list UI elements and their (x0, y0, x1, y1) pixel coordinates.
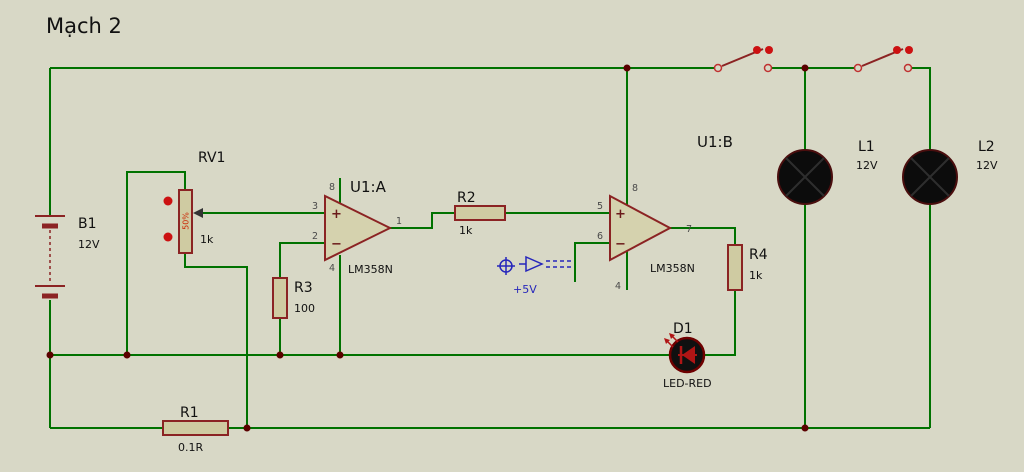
switch-1-right-terminal (763, 63, 773, 73)
terminal-cross-lines (497, 257, 515, 275)
u1b-part-label: LM358N (650, 262, 695, 275)
r2-value-label: 1k (459, 224, 473, 237)
u1b-pin8-label: 8 (632, 183, 638, 194)
switch-2-toggle-dot-2[interactable] (905, 46, 913, 54)
r3-body (272, 277, 288, 319)
switch-2-toggle-dot-1[interactable] (893, 46, 901, 54)
b1-value-label: 12V (78, 238, 100, 251)
lamp-l2: L2 12V (902, 139, 998, 205)
potentiometer-rv1: 50% RV1 1k (163, 150, 225, 254)
switch-1-left-terminal (713, 63, 723, 73)
u1a-pin8-label: 8 (329, 182, 335, 193)
u1a-pin3-label: 3 (312, 201, 318, 212)
resistor-r3: R3 100 (272, 277, 315, 319)
circuit-wires (49, 67, 931, 429)
resistor-r1: R1 0.1R (162, 405, 229, 454)
u1b-triangle (609, 194, 673, 262)
u1a-ref-label: U1:A (350, 178, 387, 196)
d1-emission-arrowhead-2 (664, 338, 670, 344)
lamp-l1: L1 12V (777, 139, 878, 205)
switch-2-left-terminal (853, 63, 863, 73)
battery-long-plates (35, 215, 65, 287)
d1-diode-triangle (682, 346, 695, 364)
opamp-u1a: + − 3 2 1 8 4 U1:A LM358N (312, 178, 402, 276)
u1b-plus-sign: + (615, 207, 626, 222)
d1-emission-arrowhead-1 (669, 333, 675, 339)
u1b-pin6-label: 6 (597, 231, 603, 242)
r2-body (454, 205, 506, 221)
u1a-pin4-label: 4 (329, 263, 335, 274)
u1b-pin4-label: 4 (615, 281, 621, 292)
l1-value-label: 12V (856, 159, 878, 172)
d1-value-label: LED-RED (663, 377, 712, 390)
rv1-body (178, 189, 193, 254)
r1-body (162, 420, 229, 436)
led-d1: D1 LED-RED (663, 321, 712, 390)
switch-2[interactable] (853, 46, 914, 73)
l2-ref-label: L2 (978, 139, 995, 155)
u1a-pin2-label: 2 (312, 231, 318, 242)
u1a-plus-sign: + (331, 207, 342, 222)
dc-source-5v: +5V (497, 255, 573, 296)
rv1-increase-dot[interactable] (163, 196, 173, 206)
switch-2-right-terminal (903, 63, 913, 73)
u1a-pin1-label: 1 (396, 216, 402, 227)
l1-filament-cross (785, 157, 825, 197)
switch-1[interactable] (713, 46, 774, 73)
r4-value-label: 1k (749, 269, 763, 282)
junction-dots (46, 64, 809, 432)
u1a-part-label: LM358N (348, 263, 393, 276)
page-title: Mạch 2 (46, 14, 122, 38)
d1-ref-label: D1 (673, 321, 693, 337)
l2-filament-cross (910, 157, 950, 197)
l1-ref-label: L1 (858, 139, 875, 155)
r3-value-label: 100 (294, 302, 315, 315)
switch-1-toggle-dot-1[interactable] (753, 46, 761, 54)
resistor-r4: R4 1k (727, 244, 768, 291)
resistor-r2: R2 1k (454, 190, 506, 237)
r1-ref-label: R1 (180, 405, 199, 421)
probe-dashed-link (546, 260, 573, 268)
battery-b1: B1 12V (35, 215, 100, 299)
rv1-decrease-dot[interactable] (163, 232, 173, 242)
b1-ref-label: B1 (78, 216, 97, 232)
rv1-wiper-percent: 50% (182, 212, 191, 230)
u1a-minus-sign: − (331, 237, 342, 252)
battery-short-plates (42, 223, 58, 299)
rv1-value-label: 1k (200, 233, 214, 246)
u1b-ref-label: U1:B (697, 133, 733, 151)
u1b-pin5-label: 5 (597, 201, 603, 212)
rv1-wiper-arrow (193, 208, 203, 218)
probe-arrow-icon (525, 255, 544, 273)
opamp-u1b: + − 5 6 7 8 4 U1:B LM358N (597, 133, 733, 292)
switch-1-toggle-dot-2[interactable] (765, 46, 773, 54)
r2-ref-label: R2 (457, 190, 476, 206)
source-5v-label: +5V (513, 283, 537, 296)
r3-ref-label: R3 (294, 280, 313, 296)
r4-body (727, 244, 743, 291)
u1b-minus-sign: − (615, 237, 626, 252)
r4-ref-label: R4 (749, 247, 768, 263)
l2-value-label: 12V (976, 159, 998, 172)
u1a-triangle (324, 194, 393, 262)
rv1-ref-label: RV1 (198, 150, 225, 166)
u1b-pin7-label: 7 (686, 224, 692, 235)
r1-value-label: 0.1R (178, 441, 203, 454)
